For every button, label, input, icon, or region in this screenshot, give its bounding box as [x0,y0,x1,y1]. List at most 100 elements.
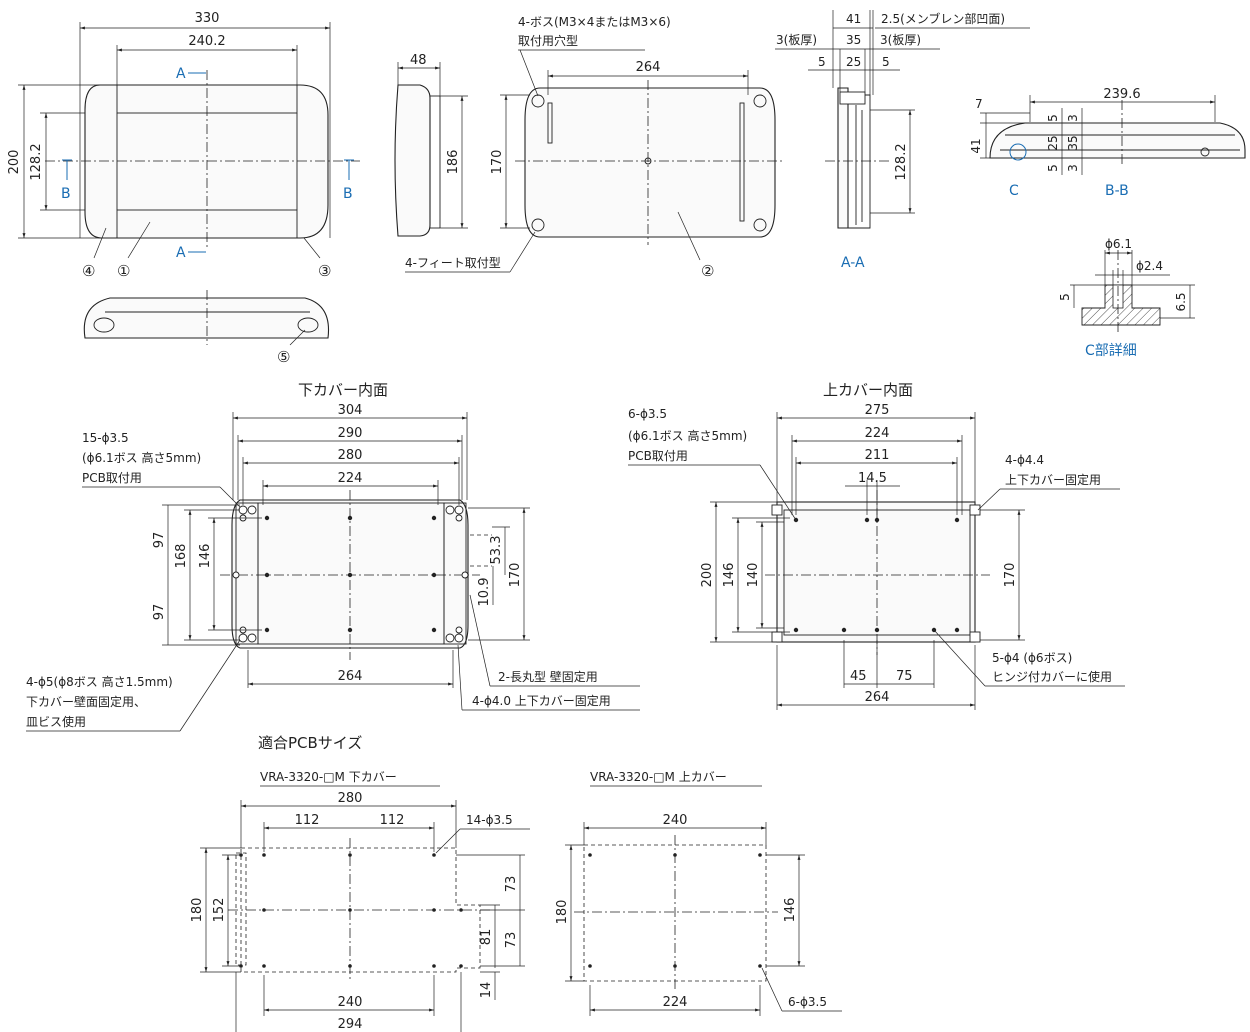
pcb-l-14: 14 [479,982,494,999]
callout-4: ④ [82,262,95,280]
pcb-u-240: 240 [663,813,688,828]
upper-dim-45: 45 [850,669,867,684]
section-bb-title: B-B [1105,183,1129,199]
lower-note-15-2: (ϕ6.1ボス 高さ5mm) [82,450,201,465]
label-boss-1: 4-ボス(M3×4またはM3×6) [518,15,671,29]
pcb-l-240: 240 [338,995,363,1010]
dim-330: 330 [195,11,220,26]
dim-5a: 5 [1046,114,1060,122]
pcb-l-180: 180 [190,898,205,923]
pcb-u-180: 180 [555,900,570,925]
lower-dim-304: 304 [338,403,363,418]
dim-200: 200 [7,150,22,175]
dim-25: 25 [846,55,861,69]
upper-note-4-4-2: 上下カバー固定用 [1005,472,1101,487]
upper-dim-224: 224 [865,426,890,441]
section-aa: 41 2.5(メンブレン部凹面) 3(板厚) 35 3(板厚) 5 25 5 1… [775,10,1030,271]
dim-3-left: 3(板厚) [776,33,817,47]
pcb-u-note: 6-ϕ3.5 [788,995,827,1009]
lower-note-4-2: 下カバー壁面固定用、 [26,694,146,709]
upper-note-5-2: ヒンジ付カバーに使用 [992,669,1112,684]
dim-170: 170 [490,150,505,175]
lower-dim-97a: 97 [152,532,167,549]
dim-41-bb: 41 [969,138,983,153]
pcb-l-280: 280 [338,791,363,806]
lower-note-15-3: PCB取付用 [82,471,142,485]
lower-note-slot: 2-長丸型 壁固定用 [498,669,598,684]
pcb-l-81: 81 [479,929,494,946]
upper-note-6-3: PCB取付用 [628,449,688,463]
label-c: C [1009,183,1019,199]
upper-dim-146: 146 [722,563,737,588]
lower-dim-97b: 97 [152,604,167,621]
pcb-title: 適合PCBサイズ [258,734,362,752]
dim-5-left: 5 [818,55,826,69]
dim-phi-2-4: ϕ2.4 [1136,259,1163,273]
dim-5-c: 5 [1058,293,1072,301]
section-bb: 239.6 7 41 5 3 25 35 5 3 C B-B [969,87,1246,199]
dim-phi-6-1: ϕ6.1 [1105,237,1132,251]
section-aa-title: A-A [841,255,865,271]
lower-dim-10-9: 10.9 [477,578,492,607]
upper-dim-140: 140 [746,563,761,588]
upper-dim-170: 170 [1003,563,1018,588]
dim-7: 7 [975,97,983,111]
section-b-right: B [343,186,353,202]
lower-bosses [232,505,469,643]
pcb-u-146: 146 [783,898,798,923]
callout-3: ③ [318,262,331,280]
upper-dim-264: 264 [865,690,890,705]
lower-note-4-3: 皿ビス使用 [26,714,86,729]
lower-dim-264: 264 [338,669,363,684]
dim-5b: 5 [1046,164,1060,172]
dim-239-6: 239.6 [1103,87,1140,102]
upper-dim-211: 211 [865,448,890,463]
detail-c-title: C部詳細 [1085,343,1137,359]
callout-1: ① [117,262,130,280]
dim-128-2-aa: 128.2 [894,143,909,180]
lower-dim-53-3: 53.3 [489,536,504,565]
dim-6-5: 6.5 [1174,292,1188,311]
upper-note-6-2: (ϕ6.1ボス 高さ5mm) [628,428,747,443]
dim-3a: 3 [1066,114,1080,122]
dim-5-right: 5 [882,55,890,69]
lower-dim-280: 280 [338,448,363,463]
lower-note-15-1: 15-ϕ3.5 [82,431,129,445]
lower-note-fix: 4-ϕ4.0 上下カバー固定用 [472,693,611,708]
upper-note-6-1: 6-ϕ3.5 [628,407,667,421]
dim-35-bb: 35 [1066,135,1080,150]
upper-cover-inner: 上カバー内面 275 224 211 14.5 6-ϕ3.5 (ϕ6.1ボス 高… [628,381,1125,710]
dim-48: 48 [410,53,427,68]
side-view: 48 186 [394,53,468,237]
dim-128-2: 128.2 [29,143,44,180]
upper-dim-14-5: 14.5 [858,471,887,486]
detail-c: ϕ6.1 ϕ2.4 5 6.5 C部詳細 [1058,237,1195,359]
dim-2-5-note: 2.5(メンブレン部凹面) [881,11,1005,26]
upper-dim-200: 200 [700,563,715,588]
callout-2: ② [701,262,714,280]
bottom-view: 264 170 4-ボス(M3×4またはM3×6) 取付用穴型 4-フィート取付… [405,15,785,280]
lower-note-4-1: 4-ϕ5(ϕ8ボス 高さ1.5mm) [26,674,173,689]
dim-41: 41 [846,12,861,26]
pcb-l-112a: 112 [295,813,320,828]
lower-dim-224: 224 [338,471,363,486]
lower-cover-title: 下カバー内面 [298,381,388,399]
upper-note-5-1: 5-ϕ4 (ϕ6ボス) [992,651,1072,665]
dim-240-2: 240.2 [188,34,225,49]
lower-dim-290: 290 [338,426,363,441]
label-feet: 4-フィート取付型 [405,256,501,270]
pcb-lower-label: VRA-3320-□M 下カバー [260,770,397,784]
label-boss-2: 取付用穴型 [518,33,578,48]
dim-186: 186 [446,150,461,175]
top-view: 330 240.2 200 128.2 A A B B ④ ① ③ ⑤ [7,11,360,366]
pcb-l-152: 152 [212,898,227,923]
section-b-left: B [61,186,71,202]
lower-dim-146: 146 [198,544,213,569]
pcb-l-note: 14-ϕ3.5 [466,813,513,827]
upper-dim-75: 75 [896,669,913,684]
pcb-l-294: 294 [338,1017,363,1032]
lower-cover-inner: 下カバー内面 304 290 280 [26,381,640,732]
pcb-l-73a: 73 [504,876,519,893]
dim-3b: 3 [1066,164,1080,172]
